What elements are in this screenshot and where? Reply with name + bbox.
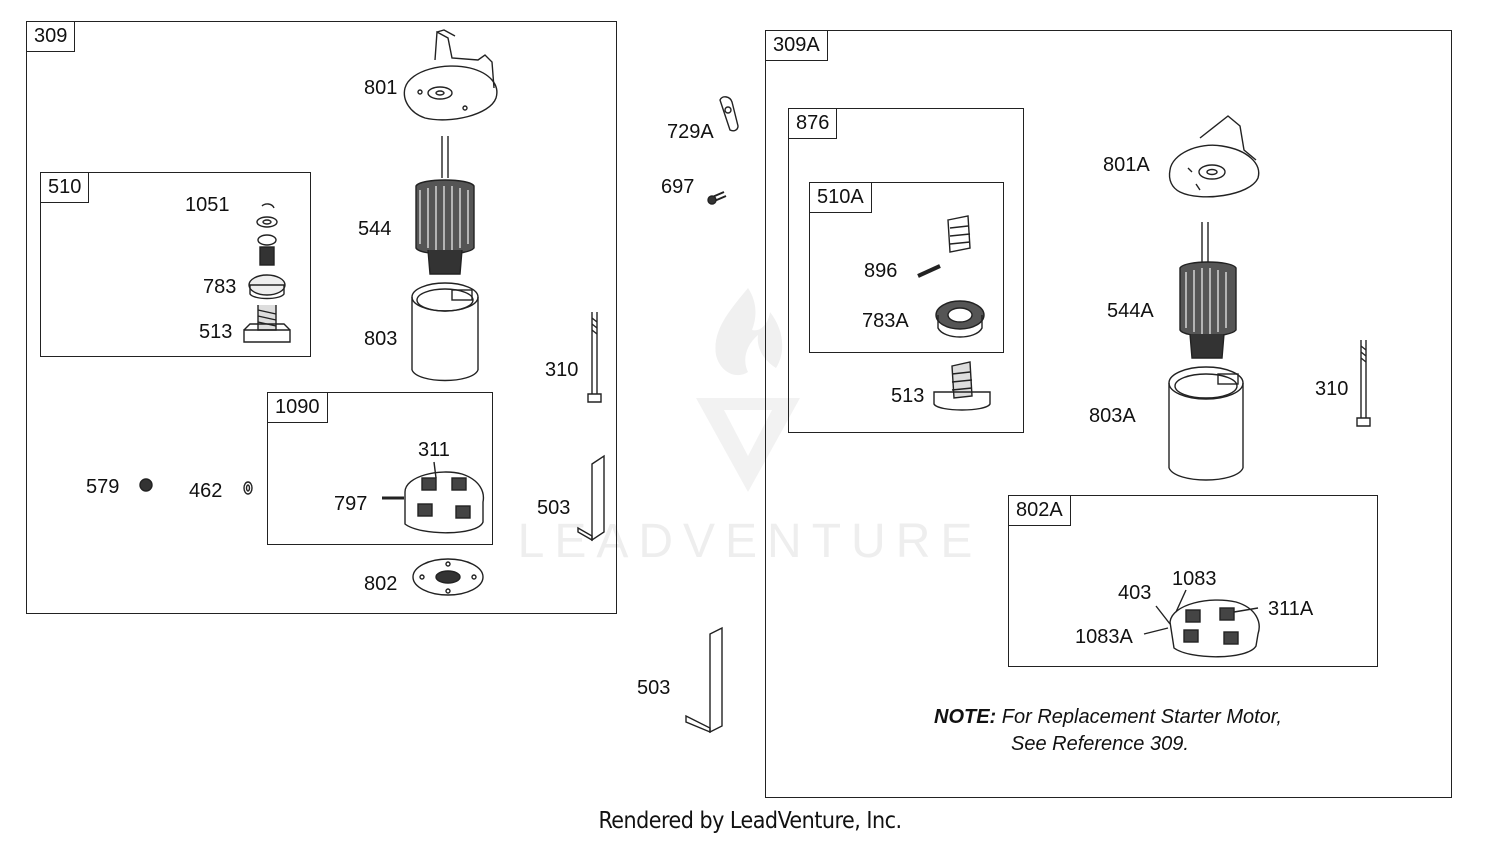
note-line2: See Reference 309. xyxy=(1011,733,1189,755)
label-1083[interactable]: 1083 xyxy=(1172,568,1217,590)
group-tag-802A: 802A xyxy=(1008,495,1071,526)
part-1051-clip[interactable] xyxy=(256,203,278,246)
group-tag-876: 876 xyxy=(788,108,838,139)
part-503-strap[interactable] xyxy=(577,454,605,542)
part-579-nut[interactable] xyxy=(139,478,153,492)
label-896[interactable]: 896 xyxy=(864,260,898,282)
label-801A[interactable]: 801A xyxy=(1103,154,1150,176)
part-783-pinion[interactable] xyxy=(248,246,286,300)
part-729A-clip[interactable] xyxy=(719,96,739,132)
group-309: 309 xyxy=(26,21,617,614)
label-513-right[interactable]: 513 xyxy=(891,385,925,407)
part-503-strap-center[interactable] xyxy=(685,626,723,734)
note-prefix: NOTE: xyxy=(934,706,997,728)
group-802A: 802A xyxy=(1008,495,1378,667)
label-1083A[interactable]: 1083A xyxy=(1075,626,1133,648)
label-801[interactable]: 801 xyxy=(364,77,398,99)
label-783[interactable]: 783 xyxy=(203,276,237,298)
label-462[interactable]: 462 xyxy=(189,480,223,502)
part-310-bolt-right[interactable] xyxy=(1356,340,1371,427)
note-line1: For Replacement Starter Motor, xyxy=(1001,706,1282,728)
part-896-pin[interactable] xyxy=(917,264,941,278)
group-309A: 309A xyxy=(765,30,1452,798)
label-803A[interactable]: 803A xyxy=(1089,405,1136,427)
label-310[interactable]: 310 xyxy=(545,359,579,381)
label-579[interactable]: 579 xyxy=(86,476,120,498)
label-544[interactable]: 544 xyxy=(358,218,392,240)
label-544A[interactable]: 544A xyxy=(1107,300,1154,322)
label-729A[interactable]: 729A xyxy=(667,121,714,143)
watermark-text: LEADVENTURE xyxy=(517,515,983,568)
label-803[interactable]: 803 xyxy=(364,328,398,350)
group-tag-309A: 309A xyxy=(765,30,828,61)
group-510A: 510A xyxy=(809,182,1004,353)
group-tag-510: 510 xyxy=(40,172,90,203)
part-783A-pinion[interactable] xyxy=(935,300,985,338)
label-503[interactable]: 503 xyxy=(537,497,571,519)
part-803-housing[interactable] xyxy=(411,282,479,382)
part-803A-housing[interactable] xyxy=(1168,366,1244,481)
label-403[interactable]: 403 xyxy=(1118,582,1152,604)
footer-credit: Rendered by LeadVenture, Inc. xyxy=(598,808,902,834)
label-797[interactable]: 797 xyxy=(334,493,368,515)
group-510: 510 xyxy=(40,172,311,357)
note-line2-block: See Reference 309. xyxy=(1011,731,1189,758)
group-876: 876 xyxy=(788,108,1024,433)
label-311A[interactable]: 311A xyxy=(1268,598,1314,620)
part-801-end-cap[interactable] xyxy=(403,29,498,121)
label-513[interactable]: 513 xyxy=(199,321,233,343)
part-311-brush-plate[interactable] xyxy=(382,461,485,534)
note-block: NOTE: For Replacement Starter Motor, xyxy=(934,704,1282,731)
part-802-end-plate[interactable] xyxy=(412,558,484,596)
part-513-clutch[interactable] xyxy=(243,305,291,343)
part-310-bolt[interactable] xyxy=(587,312,602,403)
part-462-washer[interactable] xyxy=(243,481,253,495)
group-tag-1090: 1090 xyxy=(267,392,328,423)
part-544-armature[interactable] xyxy=(415,136,475,275)
label-311[interactable]: 311 xyxy=(418,439,450,461)
label-1051[interactable]: 1051 xyxy=(185,194,230,216)
part-311A-brush-plate[interactable] xyxy=(1143,589,1260,658)
label-503-center[interactable]: 503 xyxy=(637,677,671,699)
group-tag-309: 309 xyxy=(26,21,76,52)
group-1090: 1090 xyxy=(267,392,493,545)
label-802[interactable]: 802 xyxy=(364,573,398,595)
label-310-right[interactable]: 310 xyxy=(1315,378,1349,400)
part-510A-clutch-top[interactable] xyxy=(947,215,971,253)
part-697-screw[interactable] xyxy=(707,191,727,205)
label-697[interactable]: 697 xyxy=(661,176,695,198)
part-801A-end-cap[interactable] xyxy=(1168,115,1260,198)
label-783A[interactable]: 783A xyxy=(862,310,909,332)
part-513-drive[interactable] xyxy=(933,361,991,411)
part-544A-armature[interactable] xyxy=(1179,222,1237,359)
group-tag-510A: 510A xyxy=(809,182,872,213)
